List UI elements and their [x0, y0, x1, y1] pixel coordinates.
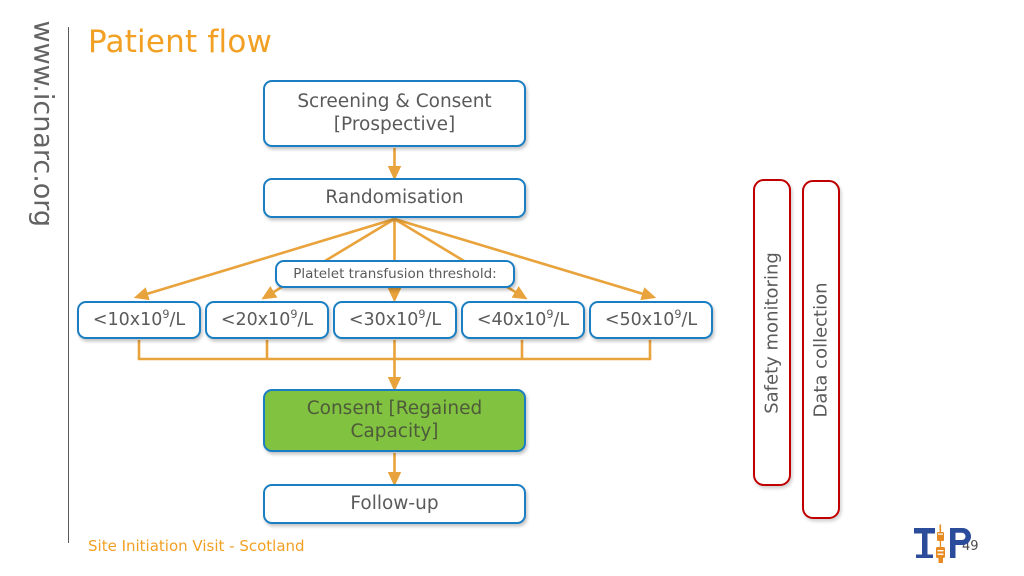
threshold-box-4[interactable]: <40x109/L [461, 301, 585, 339]
footer-event-label: Site Initiation Visit - Scotland [88, 537, 305, 555]
flow-box-threshold-label[interactable]: Platelet transfusion threshold: [275, 260, 515, 288]
side-bar-safety-monitoring[interactable]: Safety monitoring [753, 179, 791, 486]
consent-line-2: Capacity] [350, 420, 439, 442]
flow-box-randomisation-text: Randomisation [325, 186, 464, 208]
threshold-box-5-text: <50x109/L [604, 308, 698, 330]
sidebar-divider [68, 27, 69, 543]
threshold-box-4-text: <40x109/L [476, 308, 570, 330]
flow-box-randomisation[interactable]: Randomisation [263, 178, 526, 218]
flow-box-consent-text: Consent [Regained Capacity] [301, 398, 489, 443]
flow-box-consent-regained-capacity[interactable]: Consent [Regained Capacity] [263, 389, 526, 452]
side-bar-safety-monitoring-label: Safety monitoring [761, 251, 783, 414]
consent-line-1: Consent [Regained [306, 397, 483, 419]
threshold-box-2[interactable]: <20x109/L [205, 301, 329, 339]
side-bar-data-collection-label: Data collection [810, 281, 832, 418]
threshold-label-text: Platelet transfusion threshold: [293, 265, 497, 282]
screening-line-2: [Prospective] [333, 113, 456, 135]
threshold-box-3-text: <30x109/L [348, 308, 442, 330]
flow-box-follow-up-text: Follow-up [350, 492, 439, 514]
threshold-box-1-text: <10x109/L [92, 308, 186, 330]
page-title: Patient flow [88, 24, 273, 60]
flow-box-screening-consent[interactable]: Screening & Consent [Prospective] [263, 80, 526, 147]
sidebar-website-url: www.icnarc.org [27, 20, 59, 228]
flow-box-screening-text: Screening & Consent [Prospective] [291, 91, 497, 136]
threshold-box-2-text: <20x109/L [220, 308, 314, 330]
side-bar-data-collection[interactable]: Data collection [802, 180, 840, 519]
screening-line-1: Screening & Consent [297, 90, 492, 112]
threshold-box-3[interactable]: <30x109/L [333, 301, 457, 339]
threshold-box-5[interactable]: <50x109/L [589, 301, 713, 339]
trial-logo-icon [914, 524, 971, 563]
flow-box-follow-up[interactable]: Follow-up [263, 484, 526, 524]
threshold-box-1[interactable]: <10x109/L [77, 301, 201, 339]
